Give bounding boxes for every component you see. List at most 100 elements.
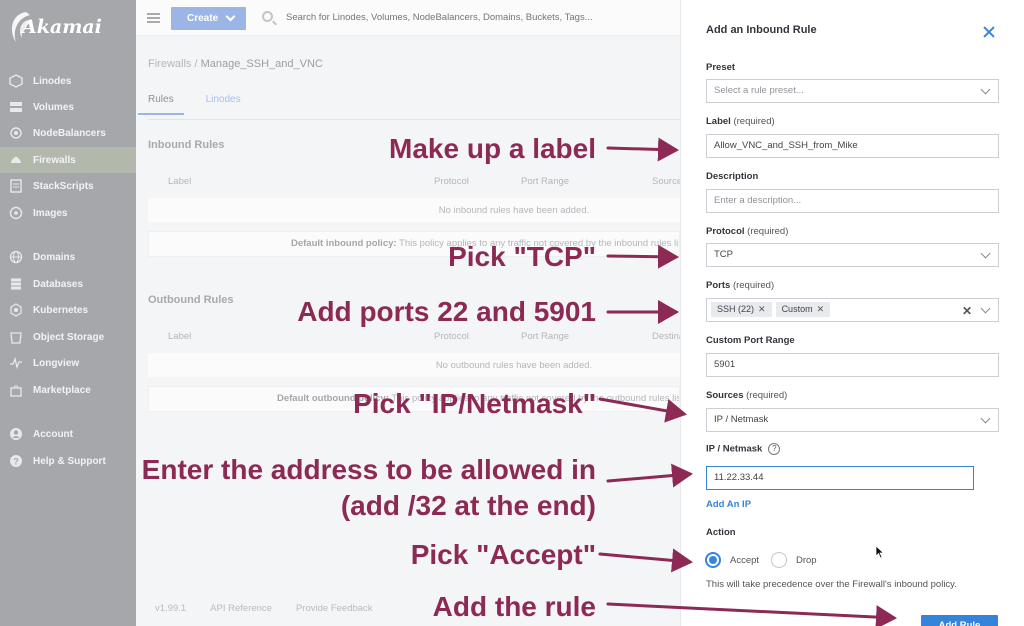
column-header: Destination — [652, 331, 700, 342]
remove-chip-icon[interactable]: ✕ — [758, 303, 766, 314]
sidebar-item-account[interactable]: Account — [0, 421, 136, 447]
policy-label: Default outbound policy: — [277, 393, 389, 404]
annotation-add-rule: Add the rule — [432, 591, 596, 622]
help-icon: ? — [10, 455, 22, 467]
annotation-tcp: Pick "TCP" — [448, 241, 596, 272]
tab-list: Rules Linodes — [138, 94, 263, 115]
required-hint: (required) — [747, 226, 789, 237]
description-input[interactable]: Enter a description... — [706, 189, 999, 213]
sidebar-item-help-support[interactable]: ? Help & Support — [0, 448, 136, 474]
empty-message: No inbound rules have been added. — [438, 204, 590, 216]
label-input[interactable]: Allow_VNC_and_SSH_from_Mike — [706, 134, 999, 158]
annotation-label: Make up a label — [389, 133, 596, 164]
required-hint: (required) — [746, 390, 788, 401]
ip-field-name: IP / Netmask — [706, 443, 763, 455]
chevron-down-icon — [225, 11, 236, 22]
tab-rules[interactable]: Rules — [138, 94, 184, 115]
search-icon — [262, 11, 273, 22]
stackscripts-icon — [10, 179, 22, 193]
nodebalancers-icon — [10, 127, 22, 139]
add-ip-link[interactable]: Add An IP — [706, 499, 752, 510]
chevron-down-icon — [980, 303, 991, 314]
precedence-note: This will take precedence over the Firew… — [706, 579, 957, 590]
top-bar: Create — [136, 0, 680, 36]
protocol-label: Protocol (required) — [706, 226, 788, 237]
inbound-policy-row: Default inbound policy: This policy appl… — [148, 231, 680, 257]
ip-value: 11.22.33.44 — [714, 472, 764, 483]
ports-label: Ports (required) — [706, 280, 774, 291]
annotation-address-line1: Enter the address to be allowed in — [141, 454, 596, 485]
chip-label: SSH (22) — [717, 303, 755, 314]
preset-select[interactable]: Select a rule preset... — [706, 79, 999, 103]
inbound-empty-row: No inbound rules have been added. — [148, 198, 680, 222]
annotation-ip-netmask: Pick "IP/Netmask" — [353, 388, 596, 419]
sidebar-item-nodebalancers[interactable]: NodeBalancers — [0, 120, 136, 146]
marketplace-icon — [10, 385, 22, 397]
custom-port-label: Custom Port Range — [706, 335, 795, 346]
sources-value: IP / Netmask — [714, 414, 769, 425]
sidebar-item-label: Domains — [33, 251, 76, 263]
sidebar-item-label: NodeBalancers — [33, 127, 106, 139]
drop-radio[interactable] — [771, 552, 787, 568]
chevron-down-icon — [980, 248, 991, 259]
accept-radio-label: Accept — [730, 555, 760, 566]
sidebar-item-label: Account — [33, 428, 73, 440]
provide-feedback-link[interactable]: Provide Feedback — [295, 603, 373, 614]
accept-radio[interactable] — [705, 552, 721, 568]
mouse-cursor-icon — [875, 545, 885, 559]
close-icon[interactable] — [981, 24, 997, 40]
sidebar-item-label: Linodes — [33, 75, 72, 87]
search-input[interactable] — [286, 12, 676, 23]
sidebar-item-label: StackScripts — [33, 180, 94, 192]
clear-all-icon[interactable]: ✕ — [961, 304, 972, 318]
tab-linodes[interactable]: Linodes — [205, 94, 241, 105]
sidebar-item-stackscripts[interactable]: StackScripts — [0, 173, 136, 199]
longview-icon — [10, 356, 22, 370]
sources-select[interactable]: IP / Netmask — [706, 408, 999, 432]
sidebar-item-images[interactable]: Images — [0, 200, 136, 226]
databases-icon — [11, 278, 21, 290]
images-icon — [9, 206, 23, 220]
sidebar-item-object-storage[interactable]: Object Storage — [0, 324, 136, 350]
sidebar-item-databases[interactable]: Databases — [0, 271, 136, 297]
domains-icon — [9, 250, 23, 264]
firewall-detail: Firewalls / Manage_SSH_and_VNC Rules Lin… — [136, 36, 700, 626]
sidebar-item-domains[interactable]: Domains — [0, 244, 136, 270]
label-field-name: Label — [706, 116, 731, 127]
policy-label: Default inbound policy: — [291, 238, 397, 249]
sidebar-item-longview[interactable]: Longview — [0, 350, 136, 376]
sidebar-item-volumes[interactable]: Volumes — [0, 94, 136, 120]
chevron-down-icon — [980, 413, 991, 424]
ip-netmask-label: IP / Netmask? — [706, 443, 781, 455]
inbound-rules-title: Inbound Rules — [148, 139, 225, 151]
add-rule-button[interactable]: Add Rule — [921, 615, 998, 626]
help-icon[interactable]: ? — [768, 443, 781, 455]
sidebar-item-kubernetes[interactable]: Kubernetes — [0, 297, 136, 323]
linodes-icon — [9, 74, 23, 88]
api-reference-link[interactable]: API Reference — [210, 603, 272, 614]
protocol-select[interactable]: TCP — [706, 243, 999, 267]
sidebar: Akamai Linodes Volumes NodeBalancers Fir… — [0, 0, 136, 626]
sidebar-item-label: Help & Support — [33, 455, 106, 467]
kubernetes-icon — [10, 303, 22, 317]
sidebar-item-marketplace[interactable]: Marketplace — [0, 377, 136, 403]
remove-chip-icon[interactable]: ✕ — [816, 303, 825, 314]
breadcrumb-parent[interactable]: Firewalls / — [148, 58, 201, 70]
annotation-ports: Add ports 22 and 5901 — [297, 296, 596, 327]
sidebar-item-firewalls[interactable]: Firewalls — [0, 147, 136, 173]
policy-text: This policy applies to any traffic not c… — [388, 393, 680, 404]
sidebar-item-label: Kubernetes — [33, 304, 89, 316]
menu-toggle-icon[interactable] — [147, 13, 160, 23]
label-value: Allow_VNC_and_SSH_from_Mike — [714, 140, 858, 151]
empty-message: No outbound rules have been added. — [435, 359, 593, 371]
create-button[interactable]: Create — [171, 7, 246, 30]
chevron-down-icon — [980, 84, 991, 95]
column-header: Label — [168, 331, 192, 342]
column-header: Source — [652, 176, 683, 187]
ports-select[interactable]: SSH (22)✕Custom✕ ✕ — [706, 298, 999, 322]
breadcrumb: Firewalls / Manage_SSH_and_VNC — [148, 58, 323, 70]
sidebar-item-linodes[interactable]: Linodes — [0, 68, 136, 94]
ip-netmask-input[interactable]: 11.22.33.44 — [706, 466, 974, 490]
custom-port-input[interactable]: 5901 — [706, 353, 999, 377]
sidebar-item-label: Marketplace — [33, 384, 91, 396]
